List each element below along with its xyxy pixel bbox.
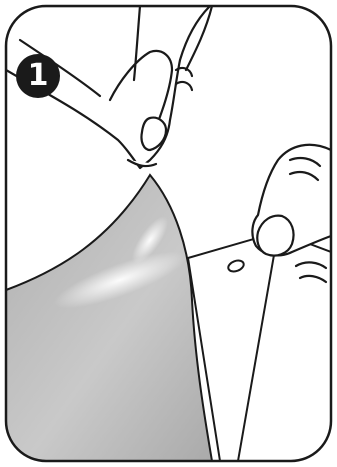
peeled-film xyxy=(6,175,212,461)
device-sheet xyxy=(188,232,331,461)
step-number-badge: 1 xyxy=(16,54,60,98)
